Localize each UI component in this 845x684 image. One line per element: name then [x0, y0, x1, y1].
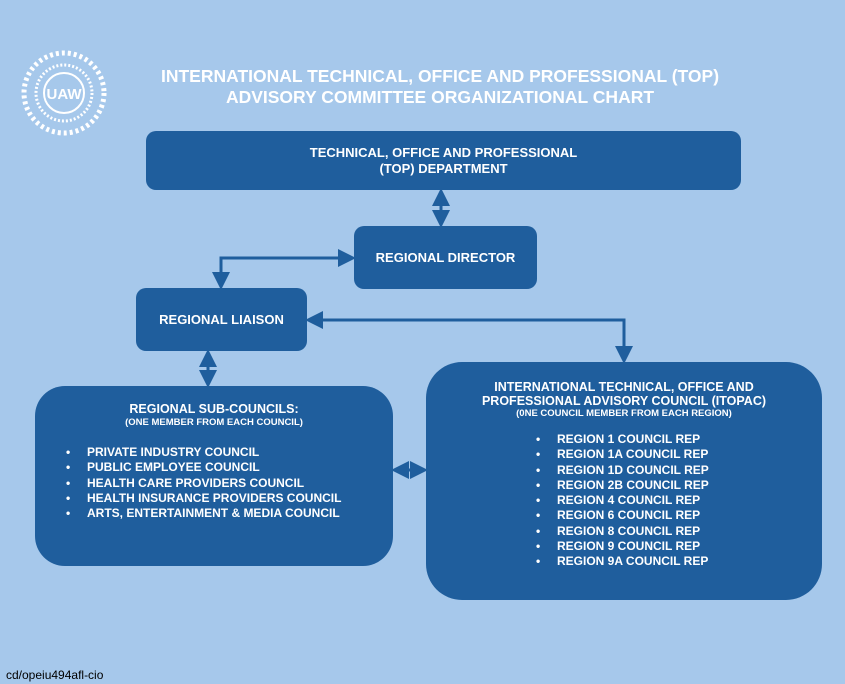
list-item: REGION 9A COUNCIL REP — [536, 554, 822, 570]
title-line2: ADVISORY COMMITTEE ORGANIZATIONAL CHART — [225, 87, 655, 107]
list-item: REGION 1D COUNCIL REP — [536, 463, 822, 479]
regional-director-box: REGIONAL DIRECTOR — [354, 226, 537, 289]
list-item: REGION 4 COUNCIL REP — [536, 493, 822, 509]
list-item: PUBLIC EMPLOYEE COUNCIL — [66, 460, 393, 476]
itopac-box: INTERNATIONAL TECHNICAL, OFFICE AND PROF… — [426, 362, 822, 600]
sub-councils-subtitle: (ONE MEMBER FROM EACH COUNCIL) — [125, 417, 303, 428]
top-department-line2: (TOP) DEPARTMENT — [379, 160, 508, 176]
footer-credit: cd/opeiu494afl-cio — [6, 668, 104, 682]
list-item: ARTS, ENTERTAINMENT & MEDIA COUNCIL — [66, 506, 393, 522]
itopac-list: REGION 1 COUNCIL REP REGION 1A COUNCIL R… — [536, 432, 822, 570]
arrow-liaison-itopac — [305, 311, 633, 364]
arrow-director-liaison — [212, 249, 356, 290]
itopac-subtitle: (0NE COUNCIL MEMBER FROM EACH REGION) — [516, 408, 732, 419]
uaw-logo: UAW — [21, 50, 107, 136]
chart-title: INTERNATIONAL TECHNICAL, OFFICE AND PROF… — [140, 66, 740, 108]
list-item: REGION 8 COUNCIL REP — [536, 524, 822, 540]
sub-councils-title: REGIONAL SUB-COUNCILS: — [129, 402, 299, 416]
regional-director-label: REGIONAL DIRECTOR — [375, 249, 516, 265]
list-item: HEALTH INSURANCE PROVIDERS COUNCIL — [66, 491, 393, 507]
list-item: REGION 1 COUNCIL REP — [536, 432, 822, 448]
svg-text:UAW: UAW — [47, 86, 83, 103]
top-department-line1: TECHNICAL, OFFICE AND PROFESSIONAL — [309, 144, 578, 160]
list-item: HEALTH CARE PROVIDERS COUNCIL — [66, 476, 393, 492]
list-item: REGION 2B COUNCIL REP — [536, 478, 822, 494]
itopac-line1: INTERNATIONAL TECHNICAL, OFFICE AND — [494, 380, 754, 394]
list-item: REGION 9 COUNCIL REP — [536, 539, 822, 555]
top-department-box: TECHNICAL, OFFICE AND PROFESSIONAL (TOP)… — [146, 131, 741, 190]
title-line1: INTERNATIONAL TECHNICAL, OFFICE AND PROF… — [160, 66, 720, 86]
sub-councils-box: REGIONAL SUB-COUNCILS: (ONE MEMBER FROM … — [35, 386, 393, 566]
list-item: REGION 6 COUNCIL REP — [536, 508, 822, 524]
regional-liaison-box: REGIONAL LIAISON — [136, 288, 307, 351]
sub-councils-list: PRIVATE INDUSTRY COUNCIL PUBLIC EMPLOYEE… — [66, 445, 393, 522]
regional-liaison-label: REGIONAL LIAISON — [159, 311, 284, 327]
itopac-line2: PROFESSIONAL ADVISORY COUNCIL (ITOPAC) — [481, 394, 767, 408]
list-item: PRIVATE INDUSTRY COUNCIL — [66, 445, 393, 461]
list-item: REGION 1A COUNCIL REP — [536, 447, 822, 463]
